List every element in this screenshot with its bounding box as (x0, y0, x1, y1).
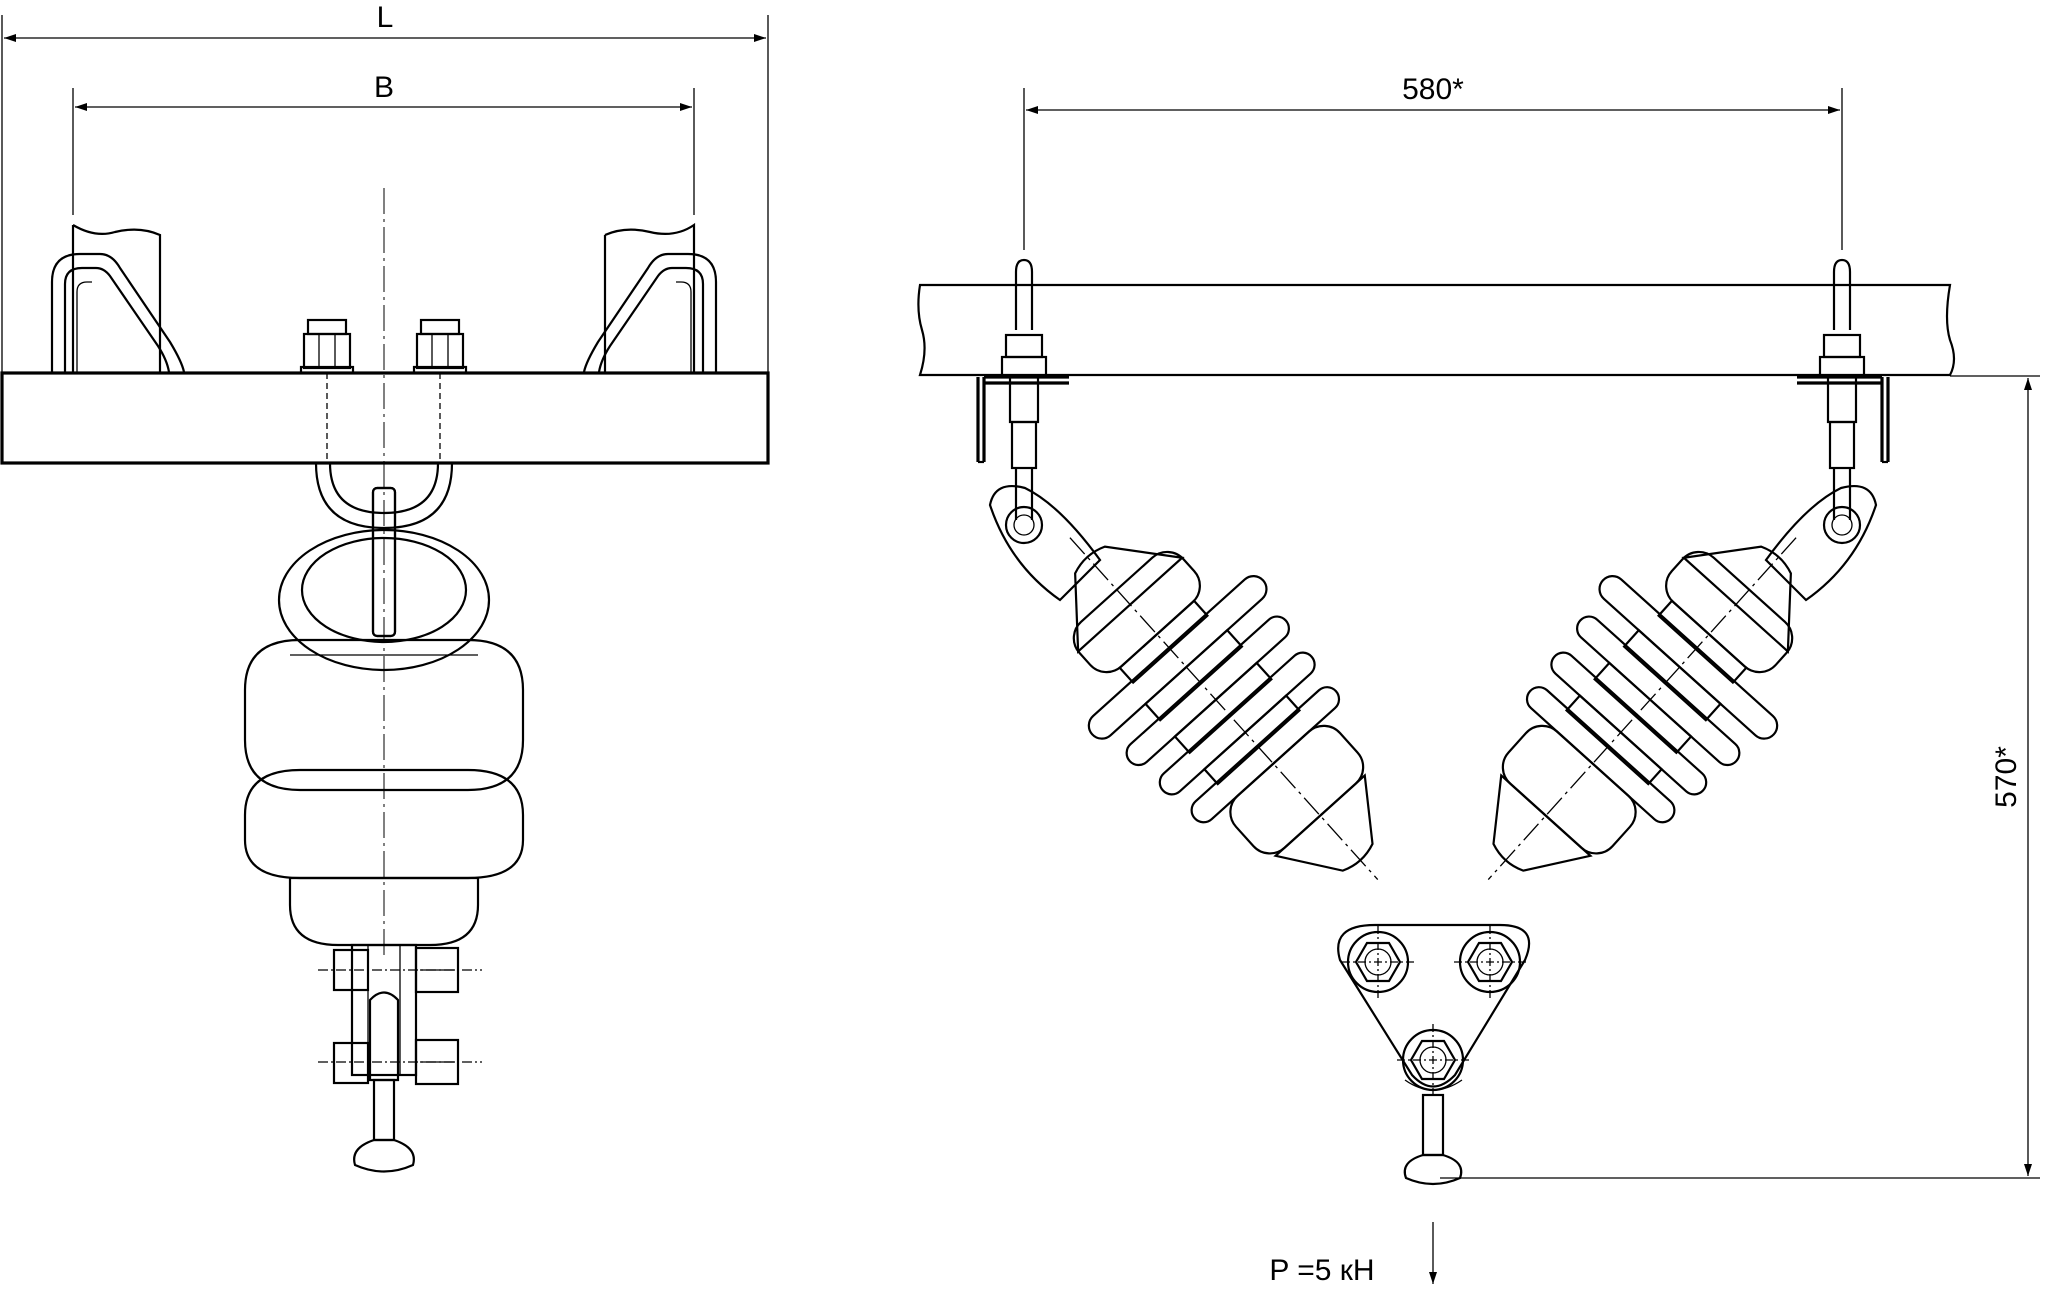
dimension-580-label: 580* (1402, 73, 1464, 106)
yoke-plate (1337, 923, 1531, 1186)
crossbeam (0, 371, 770, 465)
dimension-b: B (72, 71, 695, 215)
side-view: L B (0, 1, 770, 1173)
load-arrow: P =5 кН (1269, 1222, 1437, 1287)
support-posts (71, 222, 696, 372)
front-view: 580* (917, 73, 2040, 1287)
crossarm (917, 283, 1956, 377)
insulator-right (1401, 459, 1883, 958)
clevis-fitting (318, 943, 482, 1173)
dimension-570-label: 570* (1990, 746, 2023, 808)
dimension-b-label: B (374, 71, 394, 104)
insulator-left (983, 459, 1465, 958)
dimension-580: 580* (1023, 73, 1843, 250)
beam-nuts (299, 318, 468, 463)
dimension-570: 570* (1440, 375, 2040, 1179)
insulator-side (243, 188, 525, 960)
dimension-l: L (1, 1, 769, 372)
load-label: P =5 кН (1269, 1254, 1374, 1287)
dimension-l-label: L (377, 1, 394, 34)
hook-bolts (976, 258, 1890, 520)
